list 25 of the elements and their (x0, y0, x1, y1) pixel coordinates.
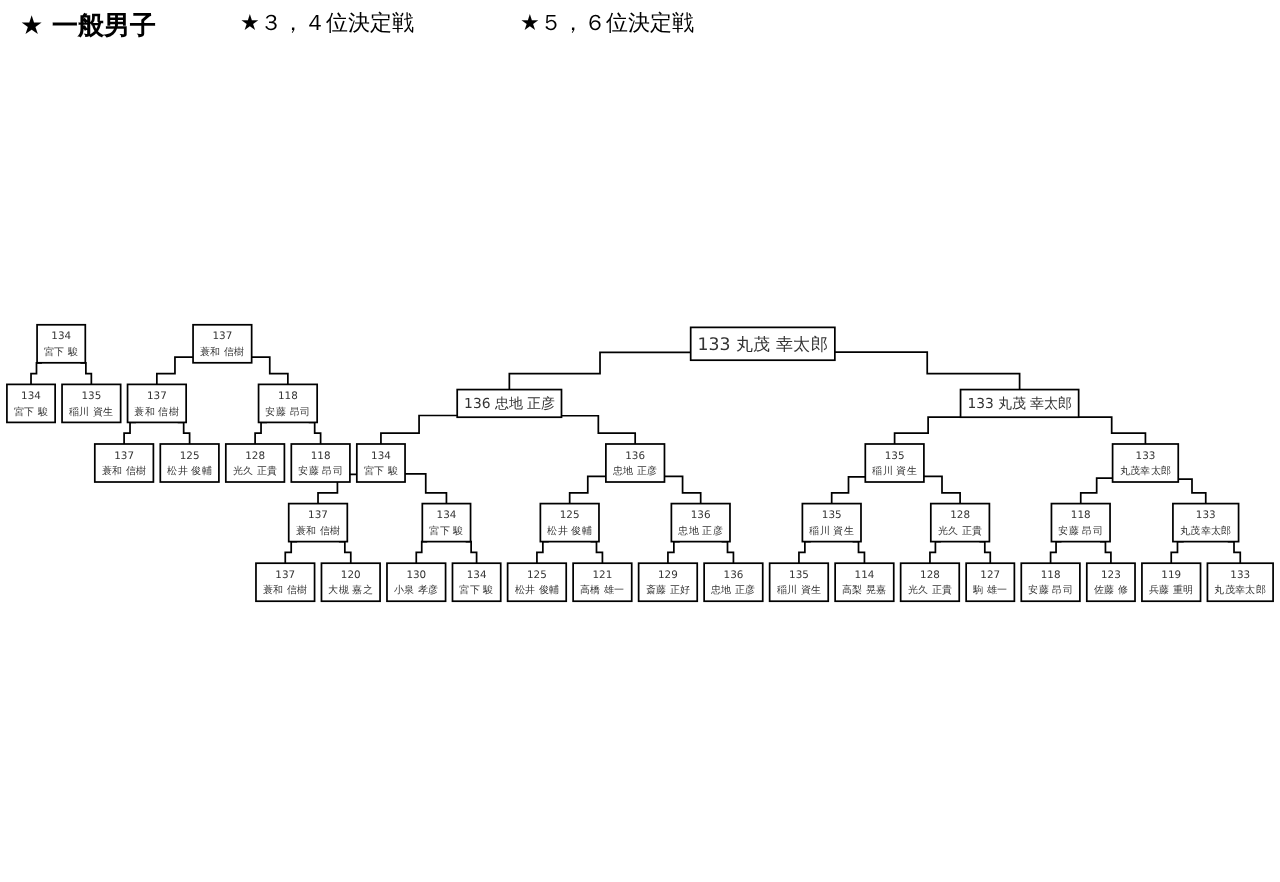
title: ★ 一般男子 (20, 10, 157, 44)
bracket-note: ★３，４位決定戦 (240, 8, 414, 38)
connector (250, 356, 289, 386)
connector (156, 356, 194, 386)
connector (929, 540, 942, 565)
bracket-note: ★５，６位決定戦 (520, 8, 694, 38)
connector (404, 473, 448, 505)
connector (380, 414, 459, 445)
connector (663, 475, 702, 505)
connector (415, 540, 429, 565)
connector (79, 361, 93, 386)
connector (923, 475, 961, 505)
connector (893, 416, 963, 445)
connector (1077, 416, 1147, 445)
connector (1177, 478, 1207, 505)
connector (830, 476, 867, 505)
node-box: 133 丸茂 幸太郎 (689, 326, 836, 362)
connector (1049, 540, 1063, 565)
connector (978, 540, 992, 565)
connector (834, 351, 1021, 391)
connector (1079, 477, 1114, 505)
connector (464, 540, 478, 565)
connector (508, 351, 692, 391)
connector (560, 414, 637, 445)
connector (568, 475, 607, 505)
